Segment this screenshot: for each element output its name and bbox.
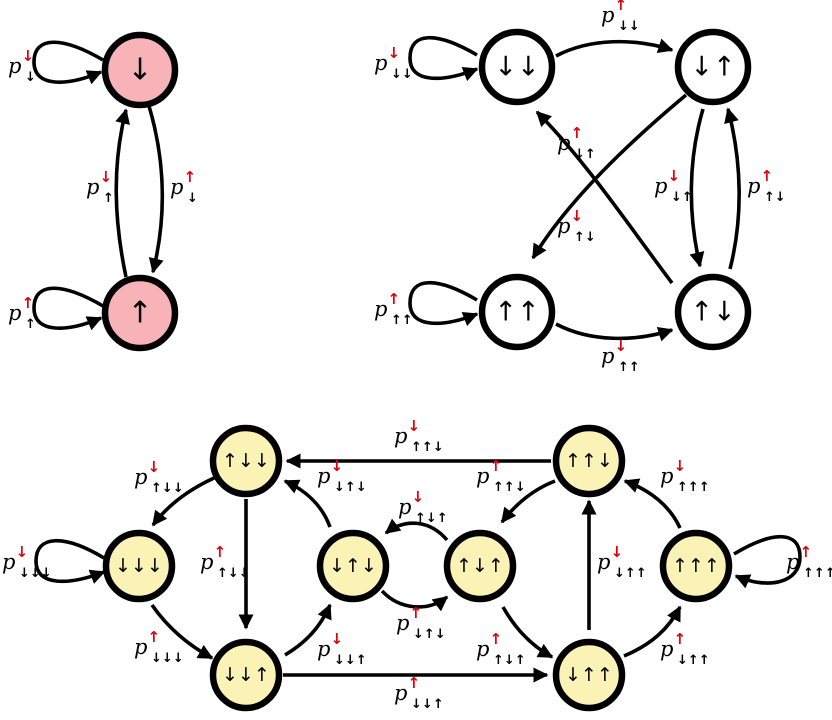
edge-c2-to-c5 [500, 479, 556, 524]
node-c8[interactable]: ↓↑↑ [552, 638, 626, 712]
svg-text:↓↓↓: ↓↓↓ [115, 555, 163, 577]
panel-b-edges [408, 35, 741, 342]
panel-c-edges [34, 453, 802, 683]
node-c7[interactable]: ↓↓↑ [209, 638, 283, 712]
edge-c5-to-c4 [384, 518, 449, 542]
label-b-uu-to-ud: p↓↑↑ [601, 337, 640, 375]
label-c7-to-c8: p↑↓↓↑ [394, 674, 444, 712]
label-c7-to-c4: p↓↓↓↑ [317, 630, 367, 668]
svg-text:↓↑↑: ↓↑↑ [565, 664, 613, 686]
edge-du-to-ud [689, 108, 705, 268]
edge-down-to-up [147, 105, 165, 274]
label-b-du-to-ud: p↓↓↑ [654, 167, 693, 205]
node-c4[interactable]: ↓↑↓ [316, 529, 390, 603]
edge-self-up [32, 286, 104, 331]
node-c3[interactable]: ↓↓↓ [102, 529, 176, 603]
svg-text:↓↓↑: ↓↓↑ [222, 664, 270, 686]
node-c5[interactable]: ↑↓↑ [443, 529, 517, 603]
edge-c5-to-c8 [501, 606, 554, 659]
edge-uu-to-ud [555, 322, 674, 342]
edge-c8-to-c6 [623, 605, 682, 658]
label-b-self-dd: p↓↓↓ [374, 44, 413, 82]
label-a-self-down: p↓↓ [8, 47, 36, 85]
edge-self-c3 [34, 538, 106, 584]
svg-text:↓↑↓: ↓↑↓ [329, 555, 377, 577]
nodes: ↓ ↑ ↓↓ ↓↑ ↑↑ ↑↓ ↑↓↓ ↑↑↓ [101, 28, 752, 712]
edge-c4-to-c5 [380, 589, 449, 612]
edge-c4-to-c1 [283, 479, 332, 528]
label-self-c6: p↑↑↑↑ [786, 543, 832, 581]
label-c1-to-c7: p↑↑↓↓ [200, 543, 250, 581]
label-c3-to-c7: p↑↓↓↓ [134, 628, 184, 666]
svg-text:↑↑↓: ↑↑↓ [565, 450, 613, 472]
label-a-self-up: p↑↑ [8, 294, 36, 332]
node-b-du[interactable]: ↓↑ [674, 28, 752, 106]
edge-up-to-down [114, 108, 130, 278]
label-c2-to-c5: p↑↑↑↓ [476, 457, 526, 495]
edge-ud-to-dd [535, 110, 674, 285]
label-b-du-to-uu: p↓↑↓ [557, 207, 596, 245]
node-c1[interactable]: ↑↓↓ [209, 424, 283, 498]
edge-self-down [32, 40, 104, 85]
node-c2[interactable]: ↑↑↓ [552, 424, 626, 498]
label-c5-to-c4: p↓↑↓↑ [398, 488, 448, 526]
svg-text:↓: ↓ [127, 53, 152, 88]
label-c8-to-c6: p↑↓↑↑ [660, 630, 710, 668]
label-b-du-to-dd: p↑↓↑ [557, 124, 596, 162]
label-c5-to-c8: p↑↑↓↑ [476, 630, 526, 668]
node-a-down[interactable]: ↓ [101, 31, 179, 109]
panel-a-edges [32, 40, 165, 331]
label-c4-to-c1: p↓↓↑↓ [317, 457, 367, 495]
svg-text:↑↑↑: ↑↑↑ [672, 555, 720, 577]
edge-c1-to-c3 [151, 476, 215, 527]
svg-text:↑: ↑ [127, 296, 152, 331]
node-b-ud[interactable]: ↑↓ [674, 273, 752, 351]
label-c4-to-c5: p↑↓↑↓ [396, 604, 446, 642]
svg-text:↑↓↑: ↑↓↑ [456, 555, 504, 577]
edge-self-uu [408, 280, 479, 327]
svg-text:↓↑: ↓↑ [690, 52, 735, 83]
node-b-uu[interactable]: ↑↑ [478, 273, 556, 351]
edge-self-dd [408, 35, 479, 82]
svg-text:↓↓: ↓↓ [494, 52, 539, 83]
label-a-up-to-down: p↓↑ [86, 168, 114, 206]
svg-text:↑↑: ↑↑ [494, 297, 539, 328]
label-b-dd-to-du: p↑↓↓ [601, 0, 640, 34]
label-c1-to-c3: p↓↑↓↓ [134, 458, 184, 496]
label-self-c3: p↓↓↓↓ [2, 543, 52, 581]
label-b-ud-to-du: p↑↑↓ [747, 167, 786, 205]
label-b-self-uu: p↑↑↑ [374, 290, 413, 328]
edge-dd-to-du [555, 38, 674, 58]
edge-self-c6 [733, 534, 802, 589]
edge-c3-to-c7 [150, 603, 214, 660]
svg-text:↑↓↓: ↑↓↓ [222, 450, 270, 472]
edge-du-to-uu [531, 93, 688, 260]
node-b-dd[interactable]: ↓↓ [478, 28, 556, 106]
edge-ud-to-du [724, 107, 741, 270]
edge-c6-to-c2 [623, 478, 682, 529]
node-c6[interactable]: ↑↑↑ [659, 529, 733, 603]
label-a-down-to-up: p↑↓ [170, 168, 198, 206]
label-c2-to-c1: p↓↑↑↓ [394, 417, 444, 455]
svg-text:↑↓: ↑↓ [690, 297, 735, 328]
edge-c7-to-c4 [284, 603, 332, 657]
label-c6-to-c2: p↓↑↑↑ [660, 457, 710, 495]
node-a-up[interactable]: ↑ [101, 274, 179, 352]
label-c8-to-c2: p↓↓↑↑ [597, 543, 647, 581]
